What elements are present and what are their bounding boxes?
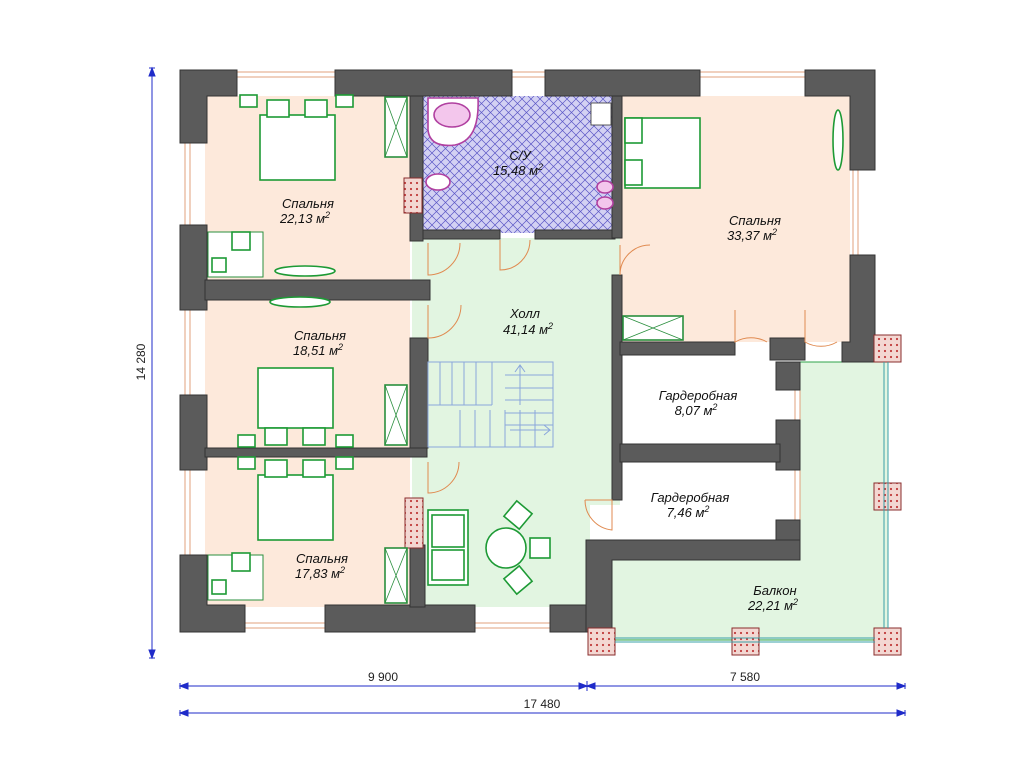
windows [184, 71, 859, 629]
area-sup: 2 [337, 342, 343, 352]
dimension-labels: 14 280 9 900 7 580 17 480 [134, 343, 760, 711]
area-sup: 2 [771, 227, 777, 237]
label-wardrobe2-area: 7,46 м2 [667, 504, 710, 520]
label-hall-area: 41,14 м2 [503, 321, 553, 337]
balcony-rail [615, 362, 889, 643]
dimension-width-total: 17 480 [524, 697, 561, 711]
label-bedroom2-name: Спальня [729, 213, 781, 228]
label-bedroom1-area: 22,13 м2 [279, 210, 330, 226]
area-sup: 2 [792, 597, 798, 607]
area-text: 22,21 м [747, 598, 793, 613]
area-text: 8,07 м [675, 403, 713, 418]
label-bedroom4-name: Спальня [296, 551, 348, 566]
area-sup: 2 [547, 321, 553, 331]
area-sup: 2 [324, 210, 330, 220]
room-labels: Спальня 22,13 м2 С/У 15,48 м2 Спальня 33… [279, 148, 798, 613]
area-text: 7,46 м [667, 505, 705, 520]
label-bathroom-area: 15,48 м2 [493, 162, 543, 178]
area-sup: 2 [711, 402, 717, 412]
label-wardrobe2-name: Гардеробная [651, 490, 730, 505]
area-text: 33,37 м [727, 228, 772, 243]
floor-wardrobe1 [620, 356, 776, 444]
label-bedroom3-name: Спальня [294, 328, 346, 343]
dimension-width-right: 7 580 [730, 670, 760, 684]
area-text: 15,48 м [493, 163, 538, 178]
area-sup: 2 [703, 504, 709, 514]
area-text: 17,83 м [295, 566, 340, 581]
dimension-width-left: 9 900 [368, 670, 398, 684]
area-sup: 2 [339, 565, 345, 575]
label-bedroom2-area: 33,37 м2 [727, 227, 777, 243]
label-wardrobe1-name: Гардеробная [659, 388, 738, 403]
label-balcony-name: Балкон [753, 583, 796, 598]
staircase [427, 361, 554, 448]
label-wardrobe1-area: 8,07 м2 [675, 402, 718, 418]
label-bedroom3-area: 18,51 м2 [293, 342, 343, 358]
furniture [207, 94, 844, 604]
floors [205, 96, 889, 641]
label-bedroom4-area: 17,83 м2 [295, 565, 345, 581]
label-hall-name: Холл [509, 306, 541, 321]
doors [427, 239, 838, 531]
area-text: 18,51 м [293, 343, 338, 358]
walls [179, 69, 876, 633]
label-bedroom1-name: Спальня [282, 196, 334, 211]
area-text: 41,14 м [503, 322, 548, 337]
area-sup: 2 [537, 162, 543, 172]
dimension-lines [148, 66, 907, 717]
label-bathroom-name: С/У [509, 148, 532, 163]
label-balcony-area: 22,21 м2 [747, 597, 798, 613]
floor-strip [412, 238, 620, 275]
area-text: 22,13 м [279, 211, 325, 226]
dimension-height: 14 280 [134, 343, 148, 380]
floor-wardrobe2 [620, 462, 776, 540]
